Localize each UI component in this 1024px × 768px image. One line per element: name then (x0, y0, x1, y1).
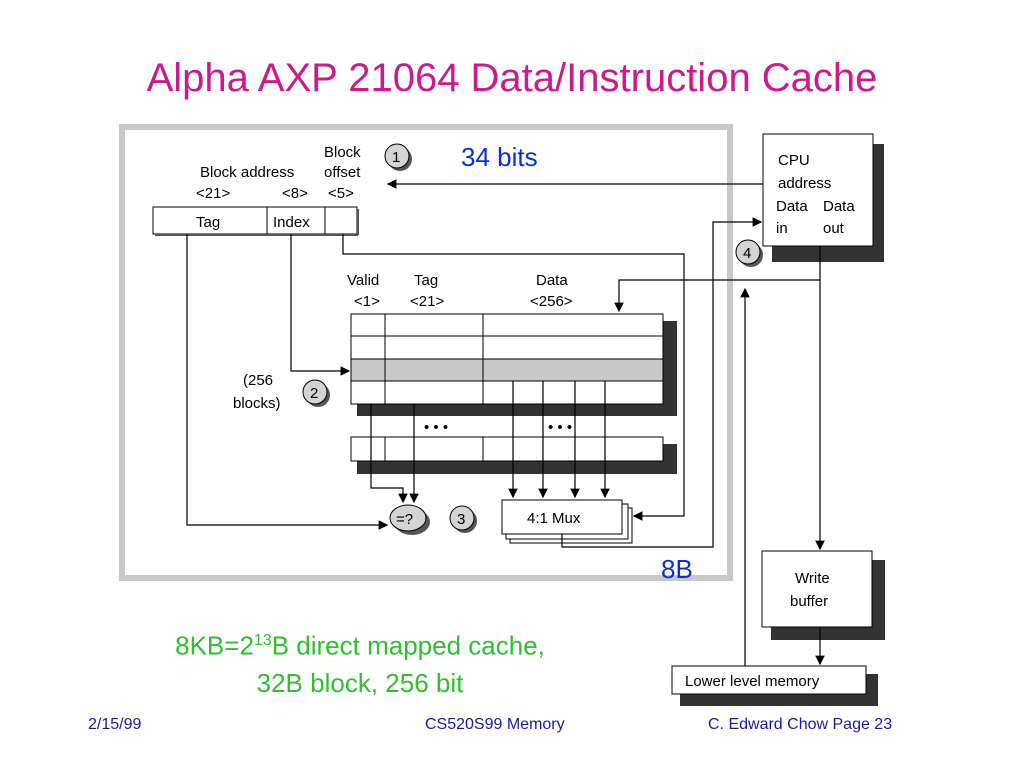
index-width-label: <8> (282, 185, 308, 202)
mux: 4:1 Mux (501, 499, 633, 544)
svg-text:address: address (778, 175, 831, 192)
svg-text:3: 3 (457, 511, 465, 528)
caption-line-1: 8KB=213B direct mapped cache, (175, 630, 545, 661)
valid-header: Valid (347, 272, 379, 289)
svg-text:2: 2 (310, 385, 318, 402)
svg-text:=?: =? (396, 511, 413, 528)
footer-date: 2/15/99 (88, 716, 142, 733)
tag-width: <21> (410, 293, 444, 310)
valid-width: <1> (354, 293, 380, 310)
ellipsis-tag: • • • (424, 419, 448, 436)
cache-array-top (350, 313, 677, 416)
svg-text:4: 4 (743, 245, 751, 262)
svg-text:Data: Data (823, 198, 855, 215)
cache-array-bottom (350, 436, 677, 474)
footer-author: C. Edward Chow Page 23 (708, 716, 893, 733)
svg-text:CPU: CPU (778, 152, 810, 169)
step-badge-3: 3 (449, 505, 477, 533)
lower-level-memory: Lower level memory (671, 665, 878, 706)
step-badge-2: 2 (302, 379, 330, 407)
tag-header: Tag (414, 272, 438, 289)
blocks-label-1: (256 (243, 372, 273, 389)
data-header: Data (536, 272, 568, 289)
step-badge-4: 4 (735, 239, 763, 267)
blocks-label-2: blocks) (233, 395, 281, 412)
page-title: Alpha AXP 21064 Data/Instruction Cache (146, 56, 878, 100)
offset-width-label: <5> (328, 185, 354, 202)
svg-text:4:1 Mux: 4:1 Mux (527, 510, 581, 527)
footer-course: CS520S99 Memory (425, 716, 565, 733)
address-register (152, 206, 358, 235)
svg-text:in: in (776, 220, 788, 237)
cpu-box: CPU address Data in Data out (762, 133, 884, 262)
tag-comparator: =? (389, 504, 430, 535)
index-field-label: Index (273, 214, 310, 231)
svg-text:Lower level memory: Lower level memory (685, 673, 820, 690)
step-badge-1: 1 (384, 143, 412, 171)
block-label: Block (324, 144, 361, 161)
offset-label: offset (324, 164, 361, 181)
svg-text:Write: Write (795, 570, 830, 587)
data-width: <256> (530, 293, 573, 310)
tag-field-label: Tag (196, 214, 220, 231)
bits-annotation: 34 bits (461, 142, 538, 172)
caption-line-2: 32B block, 256 bit (256, 668, 464, 698)
svg-text:1: 1 (392, 149, 400, 166)
svg-text:Data: Data (776, 198, 808, 215)
block-address-label: Block address (200, 164, 294, 181)
ellipsis-data: • • • (548, 419, 572, 436)
eight-b-annotation: 8B (661, 554, 693, 584)
svg-text:buffer: buffer (790, 593, 828, 610)
svg-text:out: out (823, 220, 845, 237)
selected-row (350, 358, 664, 382)
tag-width-label: <21> (196, 185, 230, 202)
cache-frame (119, 124, 733, 581)
write-buffer: Write buffer (761, 550, 885, 640)
